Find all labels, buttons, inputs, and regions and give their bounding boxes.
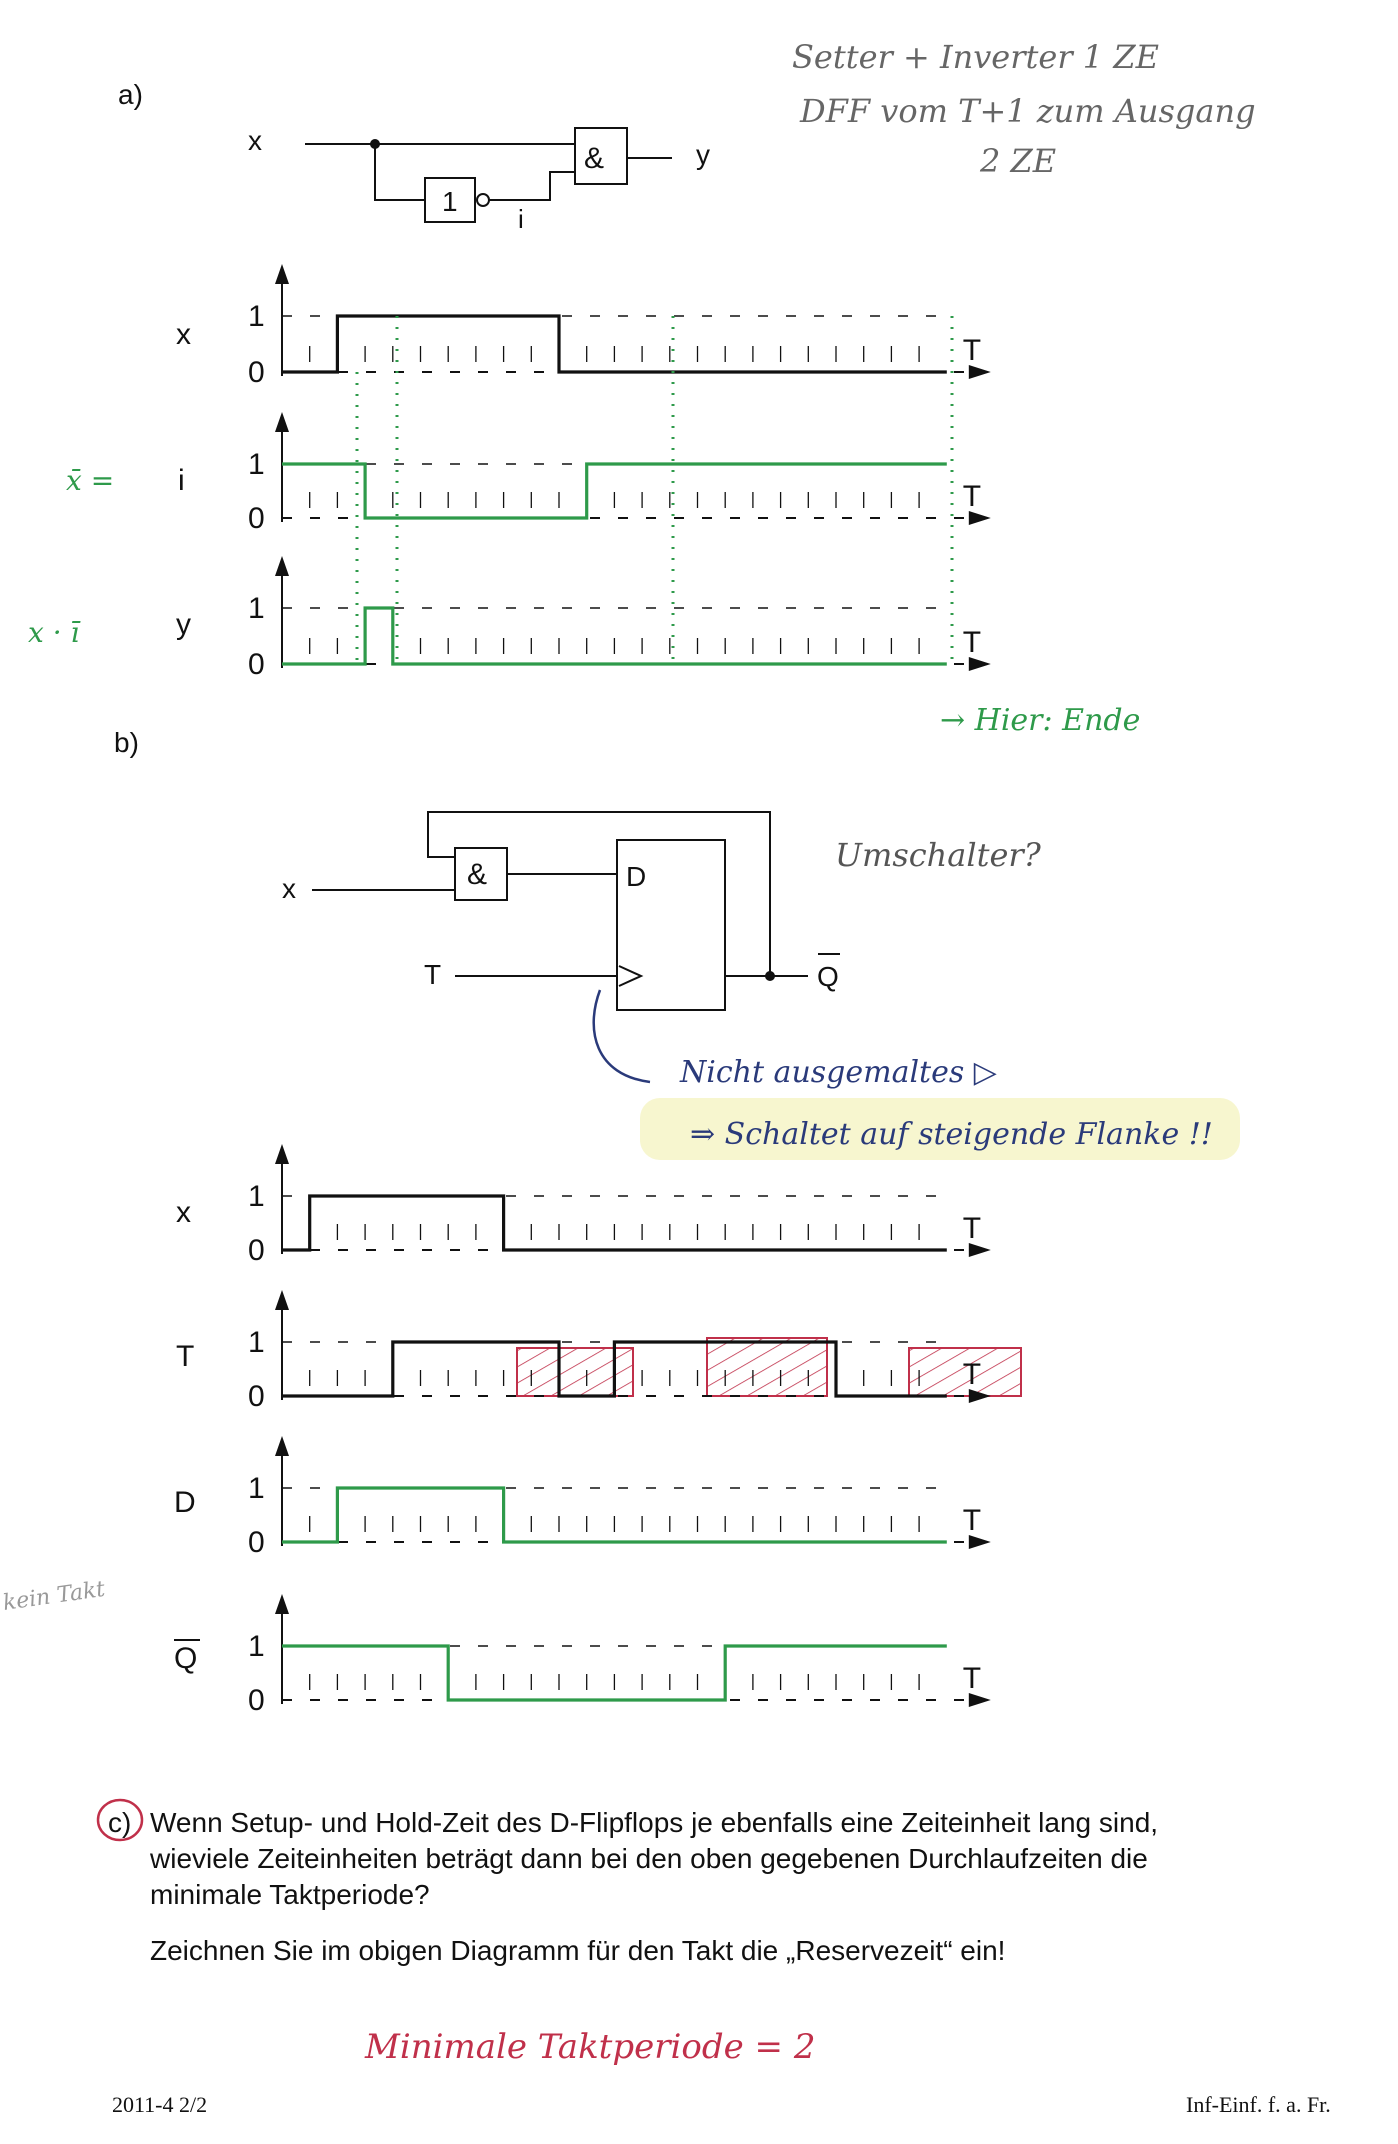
question-c-circle xyxy=(96,1798,144,1842)
timing-a-x-waveform xyxy=(282,314,947,374)
question-c-instruction: Zeichnen Sie im obigen Diagramm für den … xyxy=(150,1935,1005,1966)
timing-a-x-label-one: 1 xyxy=(248,300,265,333)
timing-a-i-label-one: 1 xyxy=(248,448,265,481)
timing-a-dotted-markers xyxy=(355,316,954,668)
timing-a-y-label-one: 1 xyxy=(248,592,265,625)
timing-b-D-label-one: 1 xyxy=(248,1472,265,1505)
timing-b-Q: 1 0 T xyxy=(248,1594,991,1717)
timing-a-i-label-zero: 0 xyxy=(248,502,265,535)
note-top-line2: DFF vom T+1 zum Ausgang xyxy=(799,92,1256,130)
timing-b-Q-time-arrow xyxy=(968,1693,991,1707)
circuit-b-input-x: x xyxy=(282,873,296,904)
signal-b-x-label: x xyxy=(176,1196,191,1229)
timing-b-D-y-arrow xyxy=(275,1436,289,1456)
part-a-label: a) xyxy=(118,79,143,110)
circuit-b-and-gate: & xyxy=(467,858,487,891)
note-edge-highlight xyxy=(640,1098,1240,1160)
timing-a-x-y-arrow xyxy=(275,264,289,284)
timing-a-y-time-arrow xyxy=(968,657,991,671)
timing-b-Q-waveform xyxy=(282,1644,947,1702)
signal-a-y-label: y xyxy=(176,608,191,641)
footer-right: Inf-Einf. f. a. Fr. xyxy=(1186,2092,1331,2117)
question-c-label: c) xyxy=(108,1807,131,1838)
signal-a-i-note: x̄ = xyxy=(66,464,114,497)
circuit-a-not-gate: 1 xyxy=(442,186,458,217)
note-edge-arrow xyxy=(592,989,651,1084)
note-edge-line1: Nicht ausgemaltes ▷ xyxy=(679,1055,997,1090)
timing-b-x: 1 0 T xyxy=(248,1144,991,1267)
question-c-line2: wieviele Zeiteinheiten beträgt dann bei … xyxy=(149,1843,1148,1874)
timing-a-y-label-time: T xyxy=(963,626,981,659)
signal-a-y-note: x · ī xyxy=(28,616,81,649)
timing-b-D-time-arrow xyxy=(968,1535,991,1549)
signal-b-D-label: D xyxy=(174,1486,196,1519)
note-top-line1: Setter + Inverter 1 ZE xyxy=(792,38,1159,76)
circuit-b-D-port: D xyxy=(626,861,646,892)
timing-b-D: 1 0 T xyxy=(248,1436,991,1559)
timing-b-x-time-arrow xyxy=(968,1243,991,1257)
timing-b-T-label-time: T xyxy=(963,1358,981,1391)
timing-b-x-waveform xyxy=(282,1194,947,1252)
timing-b-T-label-zero: 0 xyxy=(248,1380,265,1413)
timing-a-y-waveform xyxy=(282,606,947,666)
timing-a-x-label-zero: 0 xyxy=(248,356,265,389)
answer-c: Minimale Taktperiode = 2 xyxy=(364,2027,815,2067)
timing-a-i: 1 0 T xyxy=(248,412,991,535)
footer-left: 2011-4 2/2 xyxy=(112,2092,207,2117)
timing-b-D-label-time: T xyxy=(963,1504,981,1537)
timing-b-T-y-arrow xyxy=(275,1290,289,1310)
circuit-a-and-gate: & xyxy=(584,142,604,175)
signal-a-i-label: i xyxy=(178,464,185,497)
signal-b-Q-label: Q xyxy=(174,1642,197,1675)
question-c-line1: Wenn Setup- und Hold-Zeit des D-Flipflop… xyxy=(150,1807,1158,1838)
timing-b-Q-y-arrow xyxy=(275,1594,289,1614)
note-edge-line2: ⇒ Schaltet auf steigende Flanke !! xyxy=(690,1117,1213,1152)
timing-b-x-label-time: T xyxy=(963,1212,981,1245)
timing-a-i-time-arrow xyxy=(968,511,991,525)
timing-b-D-waveform xyxy=(282,1486,947,1544)
timing-b-x-label-zero: 0 xyxy=(248,1234,265,1267)
timing-b-T: 1 0 T xyxy=(248,1290,991,1413)
note-umschalter: Umschalter? xyxy=(835,836,1042,874)
timing-a-y: 1 0 T xyxy=(248,556,991,681)
timing-a-i-waveform xyxy=(282,462,947,520)
circuit-b-input-T: T xyxy=(424,959,441,990)
timing-a-x-time-arrow xyxy=(968,365,991,379)
circuit-b-Q-output: Q xyxy=(817,961,839,992)
timing-a-y-y-arrow xyxy=(275,556,289,576)
timing-b-D-label-zero: 0 xyxy=(248,1526,265,1559)
timing-a-x: 1 0 T xyxy=(248,264,991,389)
timing-a-i-y-arrow xyxy=(275,412,289,432)
circuit-a-wire-i: i xyxy=(518,204,524,234)
timing-b-x-label-one: 1 xyxy=(248,1180,265,1213)
timing-a-y-label-zero: 0 xyxy=(248,648,265,681)
signal-b-T-label: T xyxy=(176,1340,194,1373)
circuit-a-input-x: x xyxy=(248,125,262,156)
timing-b-Q-label-time: T xyxy=(963,1662,981,1695)
note-end: → Hier: Ende xyxy=(940,703,1140,738)
timing-a-x-label-time: T xyxy=(963,334,981,367)
signal-a-x-label: x xyxy=(176,318,191,351)
part-b-label: b) xyxy=(114,727,139,758)
timing-a-i-label-time: T xyxy=(963,480,981,513)
timing-b-Q-label-one: 1 xyxy=(248,1630,265,1663)
timing-b-T-time-arrow xyxy=(968,1389,991,1403)
clock-reserve-hatching xyxy=(516,1337,1022,1397)
side-note: kein Takt xyxy=(1,1577,106,1616)
timing-b-x-y-arrow xyxy=(275,1144,289,1164)
circuit-b xyxy=(312,811,840,1011)
timing-b-T-waveform xyxy=(282,1340,947,1398)
timing-b-T-label-one: 1 xyxy=(248,1326,265,1359)
circuit-a-output-y: y xyxy=(696,139,710,170)
timing-b-Q-label-zero: 0 xyxy=(248,1684,265,1717)
question-c-line3: minimale Taktperiode? xyxy=(150,1879,430,1910)
note-top-line3: 2 ZE xyxy=(979,142,1056,180)
circuit-a xyxy=(305,127,672,223)
